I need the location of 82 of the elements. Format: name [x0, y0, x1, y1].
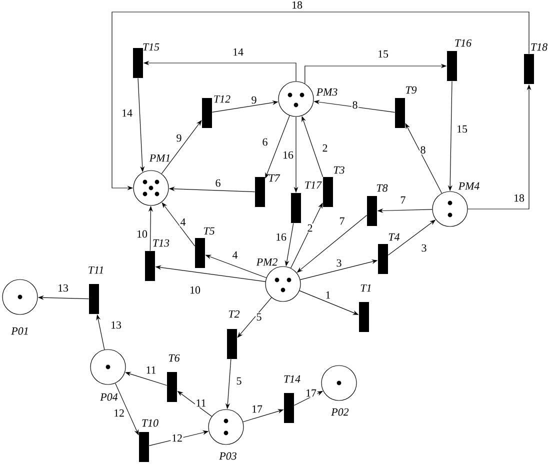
- edge-label: 11: [194, 398, 208, 408]
- place-circle: [90, 349, 126, 385]
- edge-label: 3: [420, 244, 428, 252]
- edge-label: 16: [282, 150, 294, 160]
- edge-label: 5: [255, 312, 263, 322]
- transition-bar: [133, 48, 143, 78]
- node-name: T14: [284, 375, 300, 383]
- edge-label: 14: [232, 48, 244, 56]
- edge-label: 18: [290, 0, 304, 10]
- edge-label: 17: [250, 404, 264, 414]
- node-name: T2: [228, 310, 240, 318]
- place-circle: [432, 191, 468, 227]
- transition-bar: [89, 284, 99, 314]
- edge-label: 13: [110, 320, 122, 330]
- node-name: T15: [143, 43, 160, 51]
- edge-label: 5: [235, 376, 243, 386]
- edge-label: 15: [456, 124, 468, 134]
- edge-label: 14: [120, 108, 134, 118]
- node-name: T18: [531, 43, 548, 51]
- node-name: T12: [214, 95, 230, 103]
- edge-label: 12: [170, 434, 184, 442]
- node-name: P02: [331, 408, 349, 416]
- arc-arrow: [237, 297, 272, 338]
- edge-label: 10: [188, 286, 202, 294]
- place-circle: [133, 170, 169, 206]
- edge-label: 3: [335, 258, 343, 268]
- edge-label: 9: [175, 134, 183, 142]
- node-name: T7: [268, 174, 280, 182]
- edge-label: 1: [324, 290, 332, 300]
- transition-bar: [323, 177, 333, 207]
- place-circle: [278, 81, 314, 117]
- place-circle: [265, 266, 301, 302]
- edge-label: 7: [399, 196, 407, 204]
- node-name: T8: [376, 184, 388, 192]
- transition-bar: [145, 251, 155, 281]
- edge-label: 9: [250, 96, 258, 104]
- node-name: T11: [88, 266, 103, 274]
- node-name: PM3: [316, 88, 338, 96]
- edge-label: 11: [144, 366, 158, 374]
- transition-bar: [367, 196, 377, 226]
- edge-label: 6: [214, 178, 222, 188]
- place-circle: [208, 409, 244, 445]
- node-name: P04: [100, 393, 118, 401]
- transition-bar: [524, 54, 534, 84]
- edge-label: 4: [231, 250, 239, 260]
- node-name: T17: [305, 181, 322, 189]
- node-name: T4: [388, 233, 400, 241]
- transition-bar: [139, 432, 149, 462]
- edge-label: 8: [419, 146, 427, 154]
- edge-label: 10: [136, 230, 148, 238]
- node-name: T10: [142, 419, 158, 427]
- node-name: T16: [455, 39, 472, 47]
- node-name: T9: [406, 86, 417, 94]
- edge-label: 4: [179, 218, 187, 226]
- edge-label: 17: [304, 388, 318, 398]
- node-name: T1: [360, 284, 371, 292]
- edge-label: 8: [351, 100, 359, 110]
- edge-label: 13: [56, 284, 70, 292]
- place-circle: [321, 365, 357, 401]
- node-name: T13: [153, 239, 170, 247]
- node-name: P03: [219, 452, 236, 460]
- node-name: PM4: [458, 182, 480, 190]
- node-name: P01: [11, 327, 28, 335]
- edge-label: 16: [274, 232, 288, 242]
- transition-bar: [447, 51, 457, 81]
- edge-label: 2: [306, 224, 314, 232]
- transition-bar: [378, 244, 388, 274]
- transition-bar: [291, 193, 301, 223]
- edge-label: 15: [376, 50, 390, 58]
- edge-label: 18: [512, 194, 526, 202]
- node-name: PM2: [256, 258, 278, 266]
- edge-label: 2: [321, 144, 329, 152]
- transition-bar: [255, 177, 265, 207]
- transition-bar: [284, 393, 294, 423]
- edge-label: 6: [261, 138, 269, 146]
- edge-label: 7: [338, 216, 346, 226]
- node-name: T6: [168, 354, 180, 362]
- node-name: T3: [334, 166, 344, 174]
- edge-label: 12: [112, 408, 126, 418]
- place-circle: [2, 279, 38, 315]
- node-name: PM1: [149, 154, 170, 162]
- node-name: T5: [204, 227, 214, 235]
